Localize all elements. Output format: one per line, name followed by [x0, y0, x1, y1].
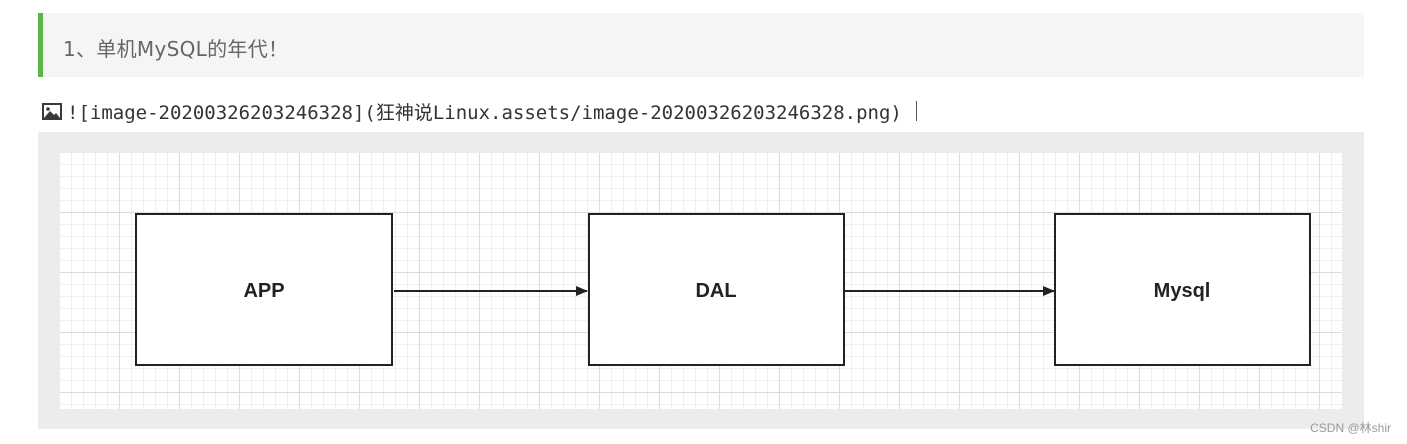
- csdn-watermark: CSDN @林shir: [1310, 421, 1391, 435]
- node-mysql: Mysql: [1054, 213, 1311, 366]
- node-mysql-label: Mysql: [1154, 280, 1211, 302]
- markdown-source-text: ![image-20200326203246328](狂神说Linux.asse…: [67, 101, 902, 124]
- diagram-image: APP DAL Mysql: [38, 132, 1364, 429]
- section-heading: 1、单机MySQL的年代！: [38, 13, 1364, 77]
- image-icon: [42, 102, 62, 120]
- diagram-grid: APP DAL Mysql: [60, 153, 1342, 409]
- text-cursor: [915, 101, 917, 121]
- node-dal: DAL: [588, 213, 845, 366]
- heading-text: 1、单机MySQL的年代！: [63, 37, 289, 61]
- node-dal-label: DAL: [695, 280, 736, 302]
- node-app-label: APP: [243, 280, 284, 302]
- node-app: APP: [135, 213, 393, 366]
- markdown-image-source[interactable]: ![image-20200326203246328](狂神说Linux.asse…: [42, 98, 917, 124]
- flow-diagram: APP DAL Mysql: [135, 213, 1311, 366]
